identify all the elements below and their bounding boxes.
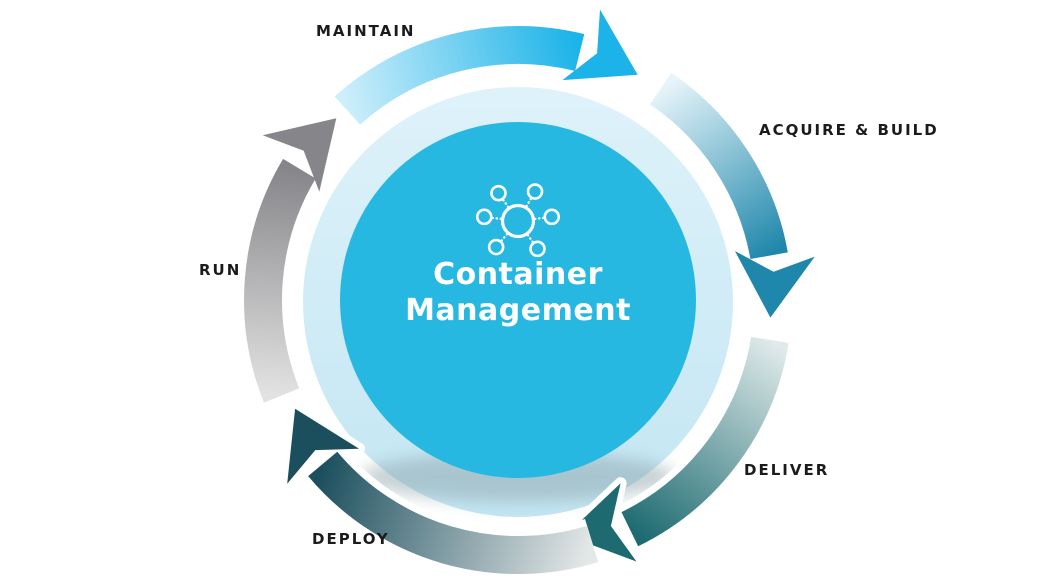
arrow-label-deliver: DELIVER <box>744 461 830 479</box>
hub-center-node <box>500 203 536 239</box>
hub-spoke-dotted-line <box>526 233 535 244</box>
hub-spoke-dotted-line <box>533 216 545 221</box>
hub-satellite-node <box>543 208 561 226</box>
arrow-label-acquire-build: ACQUIRE & BUILD <box>759 121 939 139</box>
arrow-deploy <box>281 402 601 582</box>
diagram-title-line2: Management <box>405 293 631 328</box>
arrow-deploy-head <box>287 408 360 484</box>
arrow-run-head <box>262 118 337 192</box>
cycle-arrows <box>237 3 821 582</box>
hub-satellite-node <box>487 238 505 256</box>
arrow-acquire-build-shaft <box>649 72 788 260</box>
arrow-acquire-build <box>645 67 821 324</box>
hub-satellite-node <box>490 184 507 202</box>
arrow-deploy-shaft <box>308 451 599 575</box>
arrow-run-shaft <box>244 158 316 403</box>
arrow-acquire-build-head <box>734 251 815 318</box>
hub-spoke-dotted-line <box>491 216 503 221</box>
hub-spoke-dotted-line <box>501 198 510 209</box>
arrow-label-maintain: MAINTAIN <box>316 22 416 40</box>
arrow-maintain-shaft <box>334 26 585 125</box>
arrow-run <box>237 112 343 406</box>
arrow-maintain <box>330 3 644 131</box>
arrow-deliver <box>559 335 796 568</box>
diagram-title-line1: Container <box>433 257 603 292</box>
arrow-maintain-head <box>562 9 638 81</box>
arrow-deliver-head <box>565 483 637 562</box>
arrow-label-run: RUN <box>199 261 242 279</box>
hub-satellite-node <box>529 240 546 258</box>
hub-satellite-node <box>526 183 544 200</box>
arrow-deliver-shaft <box>621 336 789 547</box>
center-circle <box>340 122 696 478</box>
hub-spoke-dotted-line <box>500 232 509 243</box>
hub-satellite-node <box>475 208 493 226</box>
hub-spoke-dotted-line <box>525 197 533 208</box>
diagram-title: Container Management <box>358 257 678 329</box>
arrow-label-deploy: DEPLOY <box>312 530 390 548</box>
hub-network-icon <box>475 183 561 258</box>
